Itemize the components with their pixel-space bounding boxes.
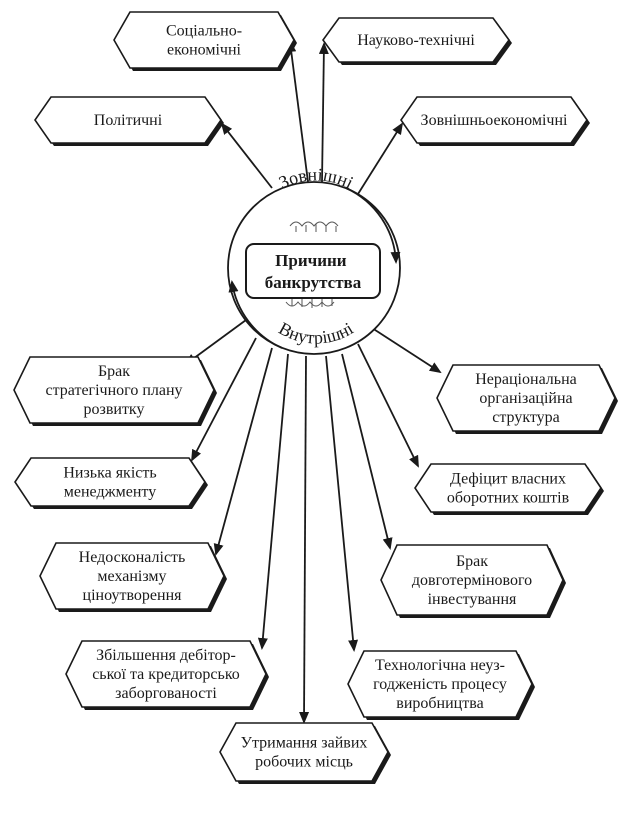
factor-box-low-management: Низька якість менеджменту — [14, 457, 208, 509]
factor-label-line: довготермінового — [412, 572, 532, 589]
arrow-to-receivables-payables — [257, 353, 289, 650]
factor-box-foreign-economic: Зовнішньоекономічні — [400, 96, 590, 146]
factor-label: Технологічна неуз-годженість процесу виро… — [373, 657, 507, 712]
factor-label-line: заборгованості — [115, 685, 217, 702]
factor-label-line: Утримання зайвих — [241, 735, 368, 752]
factor-label-line: Політичні — [94, 112, 163, 129]
factor-box-technological-mismatch: Технологічна неуз-годженість процесу виро… — [347, 650, 535, 720]
arrow-to-socio-economic — [286, 40, 309, 183]
factor-label-line: ської та кредиторсько — [92, 666, 240, 683]
factor-label: Дефіцит власних оборотних коштів — [447, 471, 570, 507]
center-title: Причини банкрутства — [265, 251, 362, 292]
factor-label-line: робочих місць — [255, 754, 353, 771]
factor-label-line: Дефіцит власних — [450, 471, 566, 488]
factor-box-no-long-term-investment: Брак довготермінового інвестування — [380, 544, 566, 618]
factor-label: Нераціональна організаційна структура — [475, 371, 577, 426]
factor-label-line: менеджменту — [64, 484, 156, 501]
factor-box-excess-jobs: Утримання зайвих робочих місць — [219, 722, 391, 784]
factor-box-outline — [34, 96, 222, 144]
factor-box-political: Політичні — [34, 96, 224, 146]
factor-label-line: Низька якість — [63, 465, 156, 482]
factor-box-own-capital-deficit: Дефіцит власних оборотних коштів — [414, 463, 604, 515]
factor-box-outline — [219, 722, 389, 782]
factor-label-line: інвестування — [428, 591, 517, 608]
arrow-to-excess-jobs — [299, 355, 310, 724]
factor-box-scientific-technical: Науково-технічні — [322, 17, 512, 65]
factor-label-line: виробництва — [396, 695, 483, 712]
factor-label: Брак довготермінового інвестування — [412, 553, 532, 608]
factor-label-line: Соціально- — [166, 23, 242, 40]
factor-label-line: Технологічна неуз- — [375, 657, 505, 674]
factor-label: Соціально-економічні — [166, 23, 242, 59]
factor-label: Збільшення дебітор-ської та кредиторсько… — [92, 647, 240, 702]
factor-box-no-strategic-plan: Брак стратегічного плану розвитку — [13, 356, 217, 426]
factor-label: Низька якість менеджменту — [63, 465, 156, 501]
factor-label: Науково-технічні — [357, 32, 475, 49]
ornament-top — [289, 221, 339, 232]
factor-box-outline — [414, 463, 602, 513]
factor-box-irrational-structure: Нераціональна організаційна структура — [436, 364, 618, 434]
factor-label-line: Брак — [98, 363, 130, 380]
factor-box-outline — [14, 457, 206, 507]
factor-label: Недосконалість механізму ціноутворення — [79, 549, 186, 604]
factor-box-outline — [113, 11, 295, 69]
factor-label-line: оборотних коштів — [447, 490, 570, 507]
arrow-to-political — [220, 122, 273, 189]
arrow-to-low-management — [191, 337, 257, 462]
factor-box-imperfect-pricing: Недосконалість механізму ціноутворення — [39, 542, 227, 612]
center-title-line-2: банкрутства — [265, 273, 362, 292]
factor-box-outline — [400, 96, 588, 144]
factor-label-line: Науково-технічні — [357, 32, 475, 49]
factor-label-line: стратегічного плану — [45, 382, 182, 399]
center-title-line-1: Причини — [275, 251, 347, 270]
factor-label: Брак стратегічного плану розвитку — [45, 363, 182, 418]
arrow-to-imperfect-pricing — [213, 347, 273, 556]
factor-label-line: економічні — [167, 42, 242, 59]
factor-box-outline — [13, 356, 215, 424]
arrow-to-technological-mismatch — [325, 355, 359, 652]
arrow-to-foreign-economic — [357, 122, 404, 195]
factor-label-line: Брак — [456, 553, 488, 570]
factor-label: Утримання зайвих робочих місць — [241, 735, 368, 771]
factor-label-line: Збільшення дебітор- — [96, 647, 236, 664]
factor-box-outline — [65, 640, 267, 708]
factor-box-receivables-payables: Збільшення дебітор-ської та кредиторсько… — [65, 640, 269, 710]
factor-box-outline — [39, 542, 225, 610]
factor-label-line: ціноутворення — [83, 587, 183, 604]
factor-boxes: Політичні Соціально-економічні Науково-тех… — [13, 11, 618, 784]
factor-label-line: організаційна — [479, 390, 572, 407]
factor-label: Зовнішньоекономічні — [421, 112, 568, 129]
factor-box-socio-economic: Соціально-економічні — [113, 11, 297, 71]
factor-label-line: розвитку — [84, 401, 145, 418]
arrows-layer — [184, 40, 442, 724]
ornament-bottom — [285, 298, 335, 308]
factor-box-outline — [436, 364, 616, 432]
factor-box-outline — [322, 17, 510, 63]
arrow-to-scientific-technical — [318, 42, 329, 183]
factor-label-line: Недосконалість — [79, 549, 186, 566]
central-hub: Зовнішні Внутрішні Причини банкрутства — [227, 164, 401, 355]
hub-cycle-arrow-right — [345, 187, 401, 264]
factor-label-line: Зовнішньоекономічні — [421, 112, 568, 129]
hub-cycle-arrow-left — [228, 280, 283, 349]
factor-box-outline — [380, 544, 564, 616]
arrow-to-own-capital-deficit — [357, 343, 419, 468]
factor-label-line: механізму — [97, 568, 166, 585]
factor-label-line: структура — [492, 409, 560, 426]
factor-box-outline — [347, 650, 533, 718]
factor-label-line: годженість процесу — [373, 676, 507, 693]
arrow-to-irrational-structure — [371, 327, 442, 374]
arrow-to-no-long-term-investment — [341, 353, 393, 550]
center-box — [245, 243, 381, 299]
factor-label: Політичні — [94, 112, 163, 129]
factor-label-line: Нераціональна — [475, 371, 577, 388]
